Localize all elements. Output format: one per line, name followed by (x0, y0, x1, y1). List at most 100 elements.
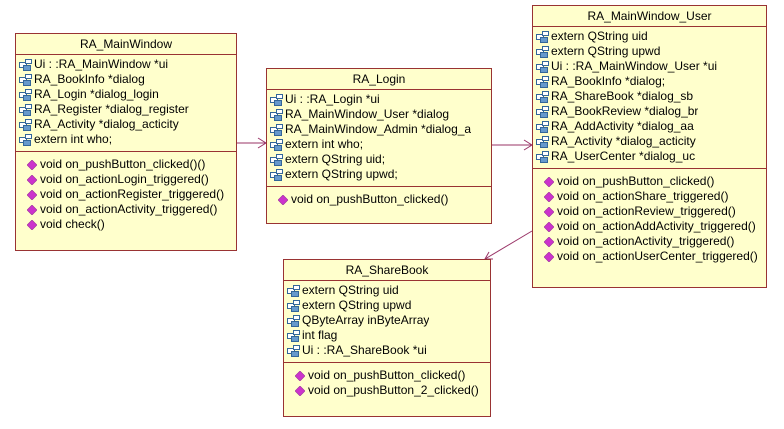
operation-row[interactable]: void on_actionShare_triggered() (533, 189, 766, 204)
operation-text: void on_actionRegister_triggered() (40, 187, 225, 201)
method-icon (544, 176, 554, 187)
attribute-text: RA_ShareBook *dialog_sb (551, 89, 694, 103)
operation-row[interactable]: void on_actionRegister_triggered() (16, 187, 236, 202)
attribute-text: Ui : :RA_MainWindow *ui (34, 57, 169, 71)
operation-text: void check() (40, 217, 105, 231)
field-icon (536, 120, 549, 133)
field-icon (19, 118, 32, 131)
attribute-text: RA_BookReview *dialog_br (551, 104, 699, 118)
attribute-row[interactable]: RA_ShareBook *dialog_sb (533, 89, 766, 104)
operation-row[interactable]: void on_actionUserCenter_triggered() (533, 249, 766, 264)
attribute-text: RA_Login *dialog_login (34, 87, 159, 101)
field-icon (287, 314, 300, 327)
field-icon (536, 90, 549, 103)
attribute-text: RA_BookInfo *dialog; (551, 74, 666, 88)
operation-row[interactable]: void check() (16, 217, 236, 232)
attribute-row[interactable]: Ui : :RA_MainWindow_User *ui (533, 59, 766, 74)
attribute-text: extern QString upwd (302, 298, 412, 312)
class-title: RA_Login (267, 69, 491, 90)
field-icon (287, 284, 300, 297)
attribute-row[interactable]: Ui : :RA_ShareBook *ui (284, 343, 490, 358)
operations-section: void on_pushButton_clicked()void on_push… (284, 363, 490, 402)
operation-row[interactable]: void on_pushButton_clicked() (533, 174, 766, 189)
method-icon (27, 189, 37, 200)
method-icon (544, 236, 554, 247)
attribute-row[interactable]: QByteArray inByteArray (284, 313, 490, 328)
field-icon (270, 153, 283, 166)
operation-row[interactable]: void on_pushButton_clicked() (284, 368, 490, 383)
field-icon (19, 73, 32, 86)
attribute-row[interactable]: RA_BookReview *dialog_br (533, 104, 766, 119)
attribute-row[interactable]: RA_Activity *dialog_acticity (533, 134, 766, 149)
attribute-text: Ui : :RA_MainWindow_User *ui (551, 59, 718, 73)
attribute-row[interactable]: RA_Login *dialog_login (16, 87, 236, 102)
attribute-row[interactable]: RA_Activity *dialog_acticity (16, 117, 236, 132)
method-icon (544, 221, 554, 232)
operation-text: void on_actionShare_triggered() (557, 189, 729, 203)
attribute-row[interactable]: extern QString uid (533, 29, 766, 44)
attribute-row[interactable]: RA_MainWindow_Admin *dialog_a (267, 122, 491, 137)
operation-row[interactable]: void on_pushButton_clicked()() (16, 157, 236, 172)
attribute-text: extern int who; (34, 132, 113, 146)
field-icon (287, 299, 300, 312)
attribute-row[interactable]: extern int who; (267, 137, 491, 152)
operation-row[interactable]: void on_actionActivity_triggered() (16, 202, 236, 217)
field-icon (19, 103, 32, 116)
attribute-row[interactable]: RA_AddActivity *dialog_aa (533, 119, 766, 134)
operation-row[interactable]: void on_pushButton_2_clicked() (284, 383, 490, 398)
field-icon (19, 58, 32, 71)
attribute-row[interactable]: extern QString uid (284, 283, 490, 298)
attribute-row[interactable]: RA_BookInfo *dialog; (533, 74, 766, 89)
operation-row[interactable]: void on_actionLogin_triggered() (16, 172, 236, 187)
attribute-row[interactable]: RA_BookInfo *dialog (16, 72, 236, 87)
attribute-text: RA_Activity *dialog_acticity (34, 117, 179, 131)
attribute-row[interactable]: Ui : :RA_Login *ui (267, 92, 491, 107)
field-icon (19, 133, 32, 146)
attribute-row[interactable]: int flag (284, 328, 490, 343)
field-icon (536, 30, 549, 43)
attribute-text: RA_MainWindow_User *dialog (285, 107, 450, 121)
field-icon (19, 88, 32, 101)
attribute-row[interactable]: extern QString upwd (284, 298, 490, 313)
attribute-row[interactable]: extern QString upwd (533, 44, 766, 59)
operation-text: void on_pushButton_clicked() (308, 368, 466, 382)
operation-row[interactable]: void on_actionAddActivity_triggered() (533, 219, 766, 234)
field-icon (287, 344, 300, 357)
attribute-row[interactable]: Ui : :RA_MainWindow *ui (16, 57, 236, 72)
field-icon (536, 135, 549, 148)
method-icon (544, 191, 554, 202)
operations-section: void on_pushButton_clicked()void on_acti… (533, 169, 766, 268)
method-icon (27, 219, 37, 230)
method-icon (544, 251, 554, 262)
attribute-row[interactable]: extern int who; (16, 132, 236, 147)
field-icon (270, 123, 283, 136)
attribute-row[interactable]: RA_MainWindow_User *dialog (267, 107, 491, 122)
field-icon (270, 168, 283, 181)
operation-text: void on_actionReview_triggered() (557, 204, 736, 218)
field-icon (287, 329, 300, 342)
method-icon (27, 204, 37, 215)
method-icon (27, 174, 37, 185)
attribute-row[interactable]: extern QString upwd; (267, 167, 491, 182)
attribute-text: QByteArray inByteArray (302, 313, 430, 327)
attribute-row[interactable]: RA_UserCenter *dialog_uc (533, 149, 766, 164)
operation-row[interactable]: void on_actionActivity_triggered() (533, 234, 766, 249)
class-title: RA_MainWindow (16, 34, 236, 55)
attribute-text: RA_Activity *dialog_acticity (551, 134, 696, 148)
attribute-text: Ui : :RA_ShareBook *ui (302, 343, 427, 357)
operation-text: void on_pushButton_clicked() (291, 192, 449, 206)
attribute-text: extern QString upwd; (285, 167, 398, 181)
attribute-row[interactable]: extern QString uid; (267, 152, 491, 167)
attribute-row[interactable]: RA_Register *dialog_register (16, 102, 236, 117)
method-icon (544, 206, 554, 217)
field-icon (270, 93, 283, 106)
operation-text: void on_pushButton_2_clicked() (308, 383, 479, 397)
operation-row[interactable]: void on_actionReview_triggered() (533, 204, 766, 219)
operation-row[interactable]: void on_pushButton_clicked() (267, 192, 491, 207)
